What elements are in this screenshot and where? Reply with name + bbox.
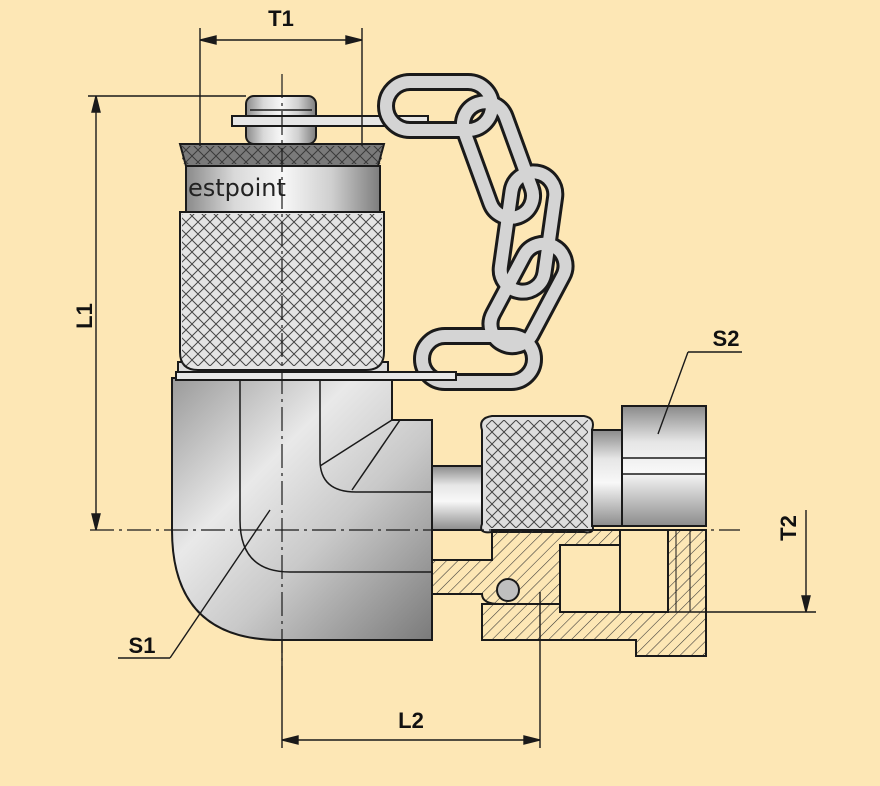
dimension-label-t1: T1 [268,6,294,31]
elbow-body [171,377,433,641]
vertical-coupling [177,95,429,379]
dimension-label-s2: S2 [713,326,740,351]
dimension-lines [88,28,816,748]
section-view [431,529,707,657]
dimension-label-l2: L2 [398,708,424,733]
dimension-label-s1: S1 [129,633,156,658]
dimension-label-t2: T2 [776,515,801,541]
horizontal-tube [431,405,707,534]
dimension-label-l1: L1 [72,303,97,329]
brand-label: estpoint [188,174,286,202]
centerlines [90,74,740,680]
cap-chain [175,73,575,391]
